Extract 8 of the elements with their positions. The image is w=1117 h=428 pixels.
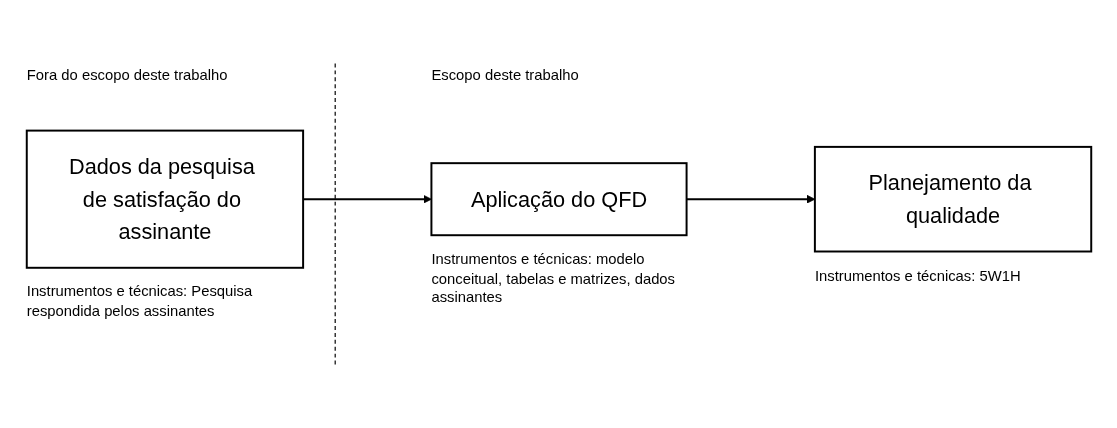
node-box: Dados da pesquisa de satisfação do assinante [25, 129, 304, 269]
node-box: Planejamento da qualidade [813, 145, 1092, 253]
scope-label: Escopo deste trabalho [430, 65, 579, 85]
tool-note: Instrumentos e técnicas: modelo conceitual, tabelas e matrizes, dados assinantes [430, 249, 676, 307]
tool-note: Instrumentos e técnicas: 5W1H [814, 265, 1021, 285]
scope-label: Fora do escopo deste trabalho [26, 65, 228, 85]
node-box: Aplicação do QFD [429, 162, 688, 237]
tool-note: Instrumentos e técnicas: Pesquisa respondida pelos assinantes [26, 281, 254, 321]
